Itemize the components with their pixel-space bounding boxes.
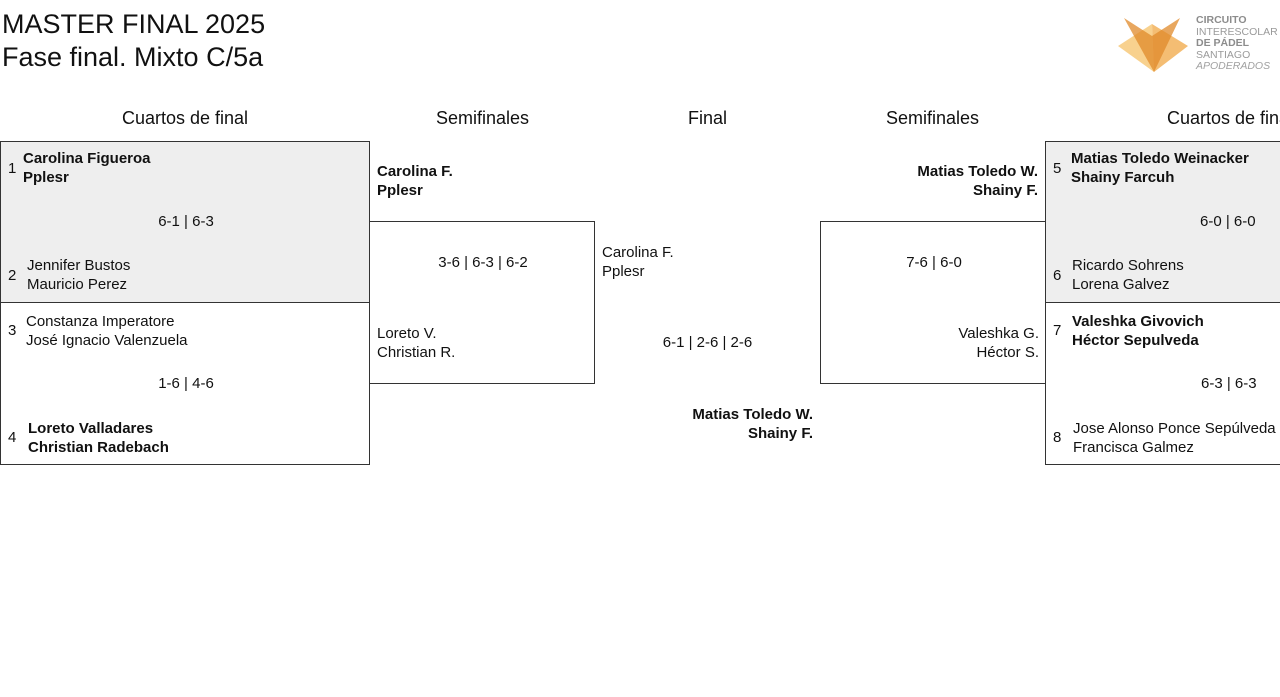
logo-wordmark: CIRCUITO INTERESCOLAR DE PÁDEL SANTIAGO … [1196, 14, 1278, 73]
final-team-b: Matias Toledo W. Shainy F. [595, 405, 813, 443]
sf2-team-a: Matias Toledo W. Shainy F. [820, 162, 1038, 200]
round-header-qf-right: Cuartos de final [1166, 108, 1280, 128]
qf1-team-a: Carolina Figueroa Pplesr [23, 149, 151, 187]
fox-logo-icon [1118, 18, 1188, 72]
player-name: Matias Toledo W. [692, 406, 813, 423]
team-seed: 4 [8, 429, 17, 446]
qf2-score: 1-6 | 4-6 [158, 375, 214, 392]
team-seed: 7 [1053, 322, 1062, 339]
qf2-team-a: Constanza Imperatore José Ignacio Valenz… [26, 312, 188, 350]
qf4-score: 6-3 | 6-3 [1201, 375, 1257, 392]
sf-match-2: 7-6 | 6-0 Valeshka G. Héctor S. [820, 221, 1046, 384]
player-name: Shainy Farcuh [1071, 169, 1175, 186]
player-name: Shainy F. [972, 182, 1038, 199]
qf4-team-a: Valeshka Givovich Héctor Sepulveda [1072, 312, 1204, 350]
round-header-qf-left: Cuartos de final [121, 108, 249, 128]
sf2-team-b: Valeshka G. Héctor S. [821, 324, 1039, 362]
player-name: José Ignacio Valenzuela [26, 332, 188, 349]
sf1-team-a: Carolina F. Pplesr [377, 162, 453, 200]
sf-match-1: 3-6 | 6-3 | 6-2 Loreto V. Christian R. [369, 221, 595, 384]
qf2-team-b: Loreto Valladares Christian Radebach [28, 419, 169, 457]
player-name: Carolina Figueroa [23, 150, 151, 167]
title-line-1: MASTER FINAL 2025 [2, 9, 266, 39]
qf-match-3: 5 Matias Toledo Weinacker Shainy Farcuh … [1045, 141, 1280, 303]
round-header-sf-right: Semifinales [885, 108, 980, 128]
player-name: Pplesr [23, 169, 69, 186]
logo-line-2: INTERESCOLAR [1196, 25, 1278, 38]
logo-line-4: SANTIAGO [1196, 48, 1251, 61]
player-name: Pplesr [377, 182, 423, 199]
logo-line-3: DE PÁDEL [1196, 37, 1250, 49]
player-name: Matias Toledo W. [917, 163, 1038, 180]
circuit-logo: CIRCUITO INTERESCOLAR DE PÁDEL SANTIAGO … [1118, 14, 1280, 76]
qf1-score: 6-1 | 6-3 [158, 213, 214, 230]
player-name: Francisca Galmez [1073, 439, 1194, 456]
sf1-score: 3-6 | 6-3 | 6-2 [438, 254, 528, 271]
player-name: Shainy F. [747, 425, 813, 442]
player-name: Loreto V. [377, 325, 437, 342]
player-name: Christian R. [377, 344, 456, 361]
qf-match-4: 7 Valeshka Givovich Héctor Sepulveda 6-3… [1045, 302, 1280, 465]
title-line-2: Fase final. Mixto C/5a [2, 42, 264, 72]
round-header-sf-left: Semifinales [435, 108, 530, 128]
player-name: Jose Alonso Ponce Sepúlveda [1073, 420, 1276, 437]
sf1-team-b: Loreto V. Christian R. [377, 324, 455, 362]
player-name: Carolina F. [377, 163, 453, 180]
player-name: Carolina F. [602, 244, 674, 261]
player-name: Lorena Galvez [1072, 276, 1170, 293]
player-name: Constanza Imperatore [26, 313, 175, 330]
player-name: Héctor Sepulveda [1072, 332, 1199, 349]
logo-line-5: APODERADOS [1196, 60, 1271, 72]
qf3-score: 6-0 | 6-0 [1200, 213, 1256, 230]
final-team-a: Carolina F. Pplesr [602, 243, 674, 281]
player-name: Matias Toledo Weinacker [1071, 150, 1249, 167]
final-score: 6-1 | 2-6 | 2-6 [662, 334, 753, 351]
round-header-final: Final [687, 108, 727, 128]
team-seed: 3 [8, 322, 17, 339]
page-title: MASTER FINAL 2025 Fase final. Mixto C/5a [2, 8, 265, 74]
qf-match-1: 1 Carolina Figueroa Pplesr 6-1 | 6-3 2 J… [0, 141, 370, 303]
team-seed: 2 [8, 267, 17, 284]
qf4-team-b: Jose Alonso Ponce Sepúlveda Francisca Ga… [1073, 419, 1276, 457]
sf2-score: 7-6 | 6-0 [906, 254, 962, 271]
qf3-team-b: Ricardo Sohrens Lorena Galvez [1072, 256, 1184, 294]
team-seed: 1 [8, 160, 17, 177]
qf3-team-a: Matias Toledo Weinacker Shainy Farcuh [1071, 149, 1249, 187]
team-seed: 8 [1053, 429, 1062, 446]
player-name: Pplesr [602, 263, 645, 280]
player-name: Jennifer Bustos [27, 257, 131, 274]
logo-line-1: CIRCUITO [1196, 14, 1247, 26]
player-name: Christian Radebach [28, 439, 169, 456]
qf1-team-b: Jennifer Bustos Mauricio Perez [27, 256, 130, 294]
team-seed: 6 [1053, 267, 1062, 284]
team-seed: 5 [1053, 160, 1062, 177]
player-name: Loreto Valladares [28, 420, 154, 437]
player-name: Valeshka Givovich [1072, 313, 1204, 330]
player-name: Héctor S. [976, 344, 1039, 361]
player-name: Ricardo Sohrens [1072, 257, 1184, 274]
player-name: Valeshka G. [958, 325, 1039, 342]
qf-match-2: 3 Constanza Imperatore José Ignacio Vale… [0, 302, 370, 465]
player-name: Mauricio Perez [27, 276, 128, 293]
